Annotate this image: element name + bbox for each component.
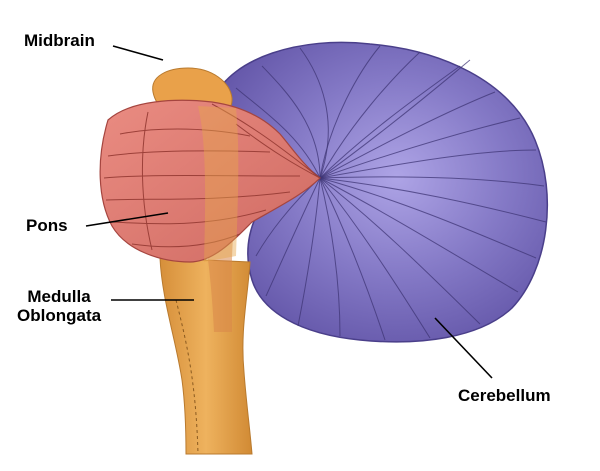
pons-label: Pons xyxy=(26,216,68,235)
medulla-label-line2: Oblongata xyxy=(17,306,102,325)
pons xyxy=(99,99,321,263)
cerebellum-leader-line xyxy=(434,317,493,379)
pons-brainstem-overlay xyxy=(198,106,239,262)
medulla-label-line1: Medulla xyxy=(27,287,91,306)
medulla-dashed-edge xyxy=(175,299,199,455)
pons-fold-lines xyxy=(103,103,321,251)
cerebellum xyxy=(212,41,549,343)
medulla-oblongata xyxy=(159,257,253,455)
midbrain-leader-line xyxy=(112,45,164,61)
medulla-oblongata-label: Medulla Oblongata xyxy=(17,287,101,325)
pons-body xyxy=(99,99,321,263)
cerebellum-label: Cerebellum xyxy=(458,386,551,405)
cerebellum-folia-lines xyxy=(235,45,547,341)
leader-lines xyxy=(85,45,493,379)
midbrain-label: Midbrain xyxy=(24,31,95,50)
pons-leader-line xyxy=(85,212,169,227)
